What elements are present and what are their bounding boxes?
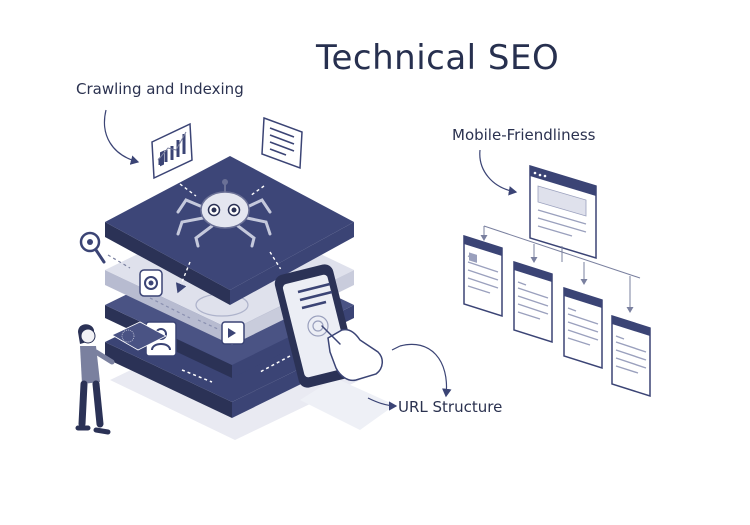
url-pointer-arrow-2 — [367, 397, 398, 411]
child-page-4 — [611, 314, 651, 398]
magnifier-icon — [79, 231, 131, 269]
text-document-icon — [261, 116, 303, 170]
label-crawling-and-indexing: Crawling and Indexing — [76, 80, 244, 98]
crawling-pointer-arrow — [104, 109, 140, 165]
page-title: Technical SEO — [316, 38, 560, 78]
child-page-1 — [463, 234, 503, 318]
bar-chart-document-icon — [151, 122, 193, 180]
hand-icon — [321, 325, 383, 382]
person-figure-icon — [75, 324, 115, 435]
eye-icon — [139, 269, 163, 297]
site-tree-connectors — [480, 225, 641, 313]
side-document-icon — [197, 319, 245, 345]
child-page-3 — [563, 286, 603, 370]
browser-window-icon — [529, 164, 597, 260]
label-mobile-friendliness: Mobile-Friendliness — [452, 126, 596, 144]
child-page-2 — [513, 260, 553, 344]
bottom-arrow-left — [181, 369, 213, 383]
label-url-structure: URL Structure — [398, 398, 503, 416]
spider-robot-icon — [176, 179, 272, 248]
mobile-pointer-arrow — [479, 149, 518, 196]
url-pointer-arrow — [399, 343, 452, 398]
keyboard-panel — [111, 321, 167, 351]
